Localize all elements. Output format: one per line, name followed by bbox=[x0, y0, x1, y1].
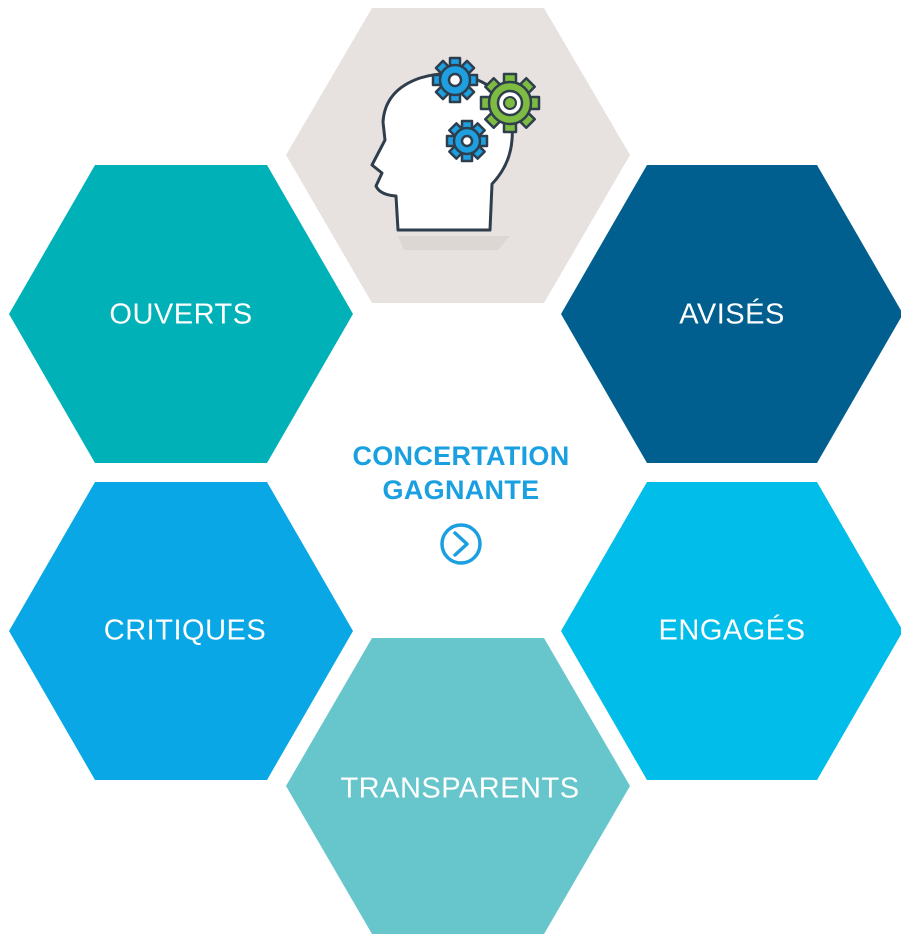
green-gear-icon bbox=[479, 72, 541, 134]
chevron-right-circle-icon[interactable] bbox=[440, 523, 482, 565]
hex-ouverts[interactable]: OUVERTS bbox=[9, 165, 353, 463]
hex-transparents-label: TRANSPARENTS bbox=[340, 773, 579, 805]
center-block: CONCERTATION GAGNANTE bbox=[352, 441, 569, 565]
hex-critiques[interactable]: CRITIQUES bbox=[9, 482, 353, 780]
hex-engages-label: ENGAGÉS bbox=[659, 614, 806, 647]
center-title-line2: GAGNANTE bbox=[383, 475, 540, 505]
head-with-gears-icon bbox=[370, 56, 541, 250]
arrow-chevron bbox=[453, 531, 469, 557]
arrow-circle bbox=[440, 523, 482, 565]
hex-engages-shape bbox=[561, 482, 901, 780]
hex-critiques-shape bbox=[9, 482, 353, 780]
hex-ouverts-shape bbox=[9, 165, 353, 463]
hex-avises[interactable]: AVISÉS bbox=[561, 165, 901, 463]
hex-critiques-label: CRITIQUES bbox=[104, 615, 266, 647]
hex-transparents[interactable]: TRANSPARENTS bbox=[286, 638, 630, 934]
hex-avises-shape bbox=[561, 165, 901, 463]
center-title-line1: CONCERTATION bbox=[352, 441, 569, 471]
hex-engages[interactable]: ENGAGÉS bbox=[561, 482, 901, 780]
blue-gear-large-icon bbox=[431, 56, 479, 104]
hex-transparents-shape bbox=[286, 638, 630, 934]
hex-avises-label: AVISÉS bbox=[679, 298, 785, 331]
blue-gear-small-icon bbox=[445, 119, 489, 163]
head-shadow bbox=[398, 236, 510, 250]
hex-top-head bbox=[286, 8, 630, 303]
hex-ouverts-label: OUVERTS bbox=[109, 299, 252, 331]
